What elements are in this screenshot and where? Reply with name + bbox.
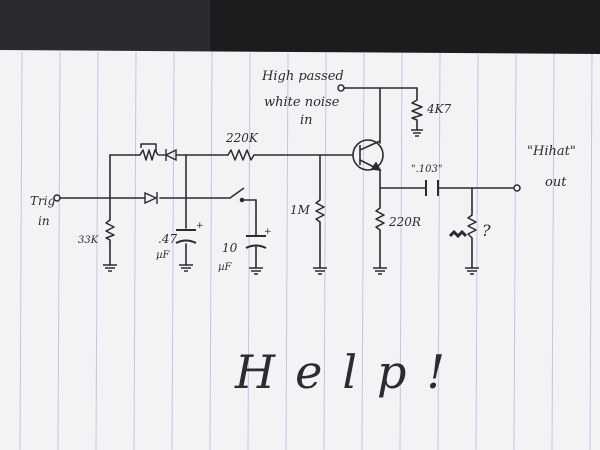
cap-small-label-1: .47 (158, 232, 177, 246)
circuit-wires (59, 87, 515, 269)
resistor-icon (315, 199, 325, 223)
r-output-label: ? (482, 221, 491, 240)
resistor-icon (139, 149, 159, 161)
svg-text:+: + (264, 227, 272, 237)
scribble-mark (448, 229, 468, 239)
ground-icon (179, 264, 193, 272)
noise-input-label-3: in (300, 113, 313, 128)
ruled-lines (19, 51, 593, 450)
svg-text:+: + (196, 221, 204, 231)
switch-icon (229, 187, 245, 203)
ground-icon (411, 129, 423, 137)
diode-icon (158, 148, 177, 162)
noise-input-label-1: High passed (261, 69, 344, 84)
pot-wiper-icon (140, 143, 157, 152)
capacitor-icon (425, 180, 439, 196)
labels: High passed white noise in 4K7 220K ".10… (30, 69, 576, 399)
noise-input-terminal (337, 84, 345, 92)
transistor-icon (352, 139, 384, 171)
resistor-icon (227, 149, 255, 161)
ground-icon (249, 267, 263, 275)
diode-icon (144, 191, 158, 205)
resistor-icon (375, 207, 385, 231)
hihat-output-terminal (513, 184, 521, 192)
help-text: Help! (234, 345, 465, 399)
r-base-label: 220K (225, 131, 259, 145)
hihat-output-label-1: "Hihat" (527, 144, 576, 159)
r-trig-label: 33K (78, 235, 99, 246)
resistor-icon (467, 214, 477, 239)
trig-input-label-1: Trig (30, 194, 56, 208)
cap-large-label-1: 10 (222, 241, 238, 255)
terminals (53, 84, 521, 202)
capacitor-icon: + (245, 227, 272, 249)
hihat-output-label-2: out (545, 175, 567, 190)
cap-coupling-label: ".103" (411, 164, 442, 175)
cap-small-label-2: µF (156, 250, 170, 261)
trig-input-terminal (53, 194, 61, 202)
resistor-icon (411, 99, 423, 121)
r-1m-label: 1M (290, 203, 311, 217)
resistor-icon (105, 219, 115, 241)
r-collector-label: 4K7 (426, 102, 452, 116)
ground-icon (465, 267, 479, 275)
cap-large-label-2: µF (218, 262, 232, 273)
notebook-paper (0, 50, 600, 450)
r-emitter-label: 220R (388, 215, 421, 229)
noise-input-label-2: white noise (264, 95, 340, 110)
capacitor-icon: + (175, 221, 204, 244)
dark-background-left (0, 0, 210, 55)
ground-icon (373, 267, 387, 275)
ground-icon (313, 267, 327, 275)
ground-icon (103, 264, 117, 272)
trig-input-label-2: in (38, 214, 50, 228)
